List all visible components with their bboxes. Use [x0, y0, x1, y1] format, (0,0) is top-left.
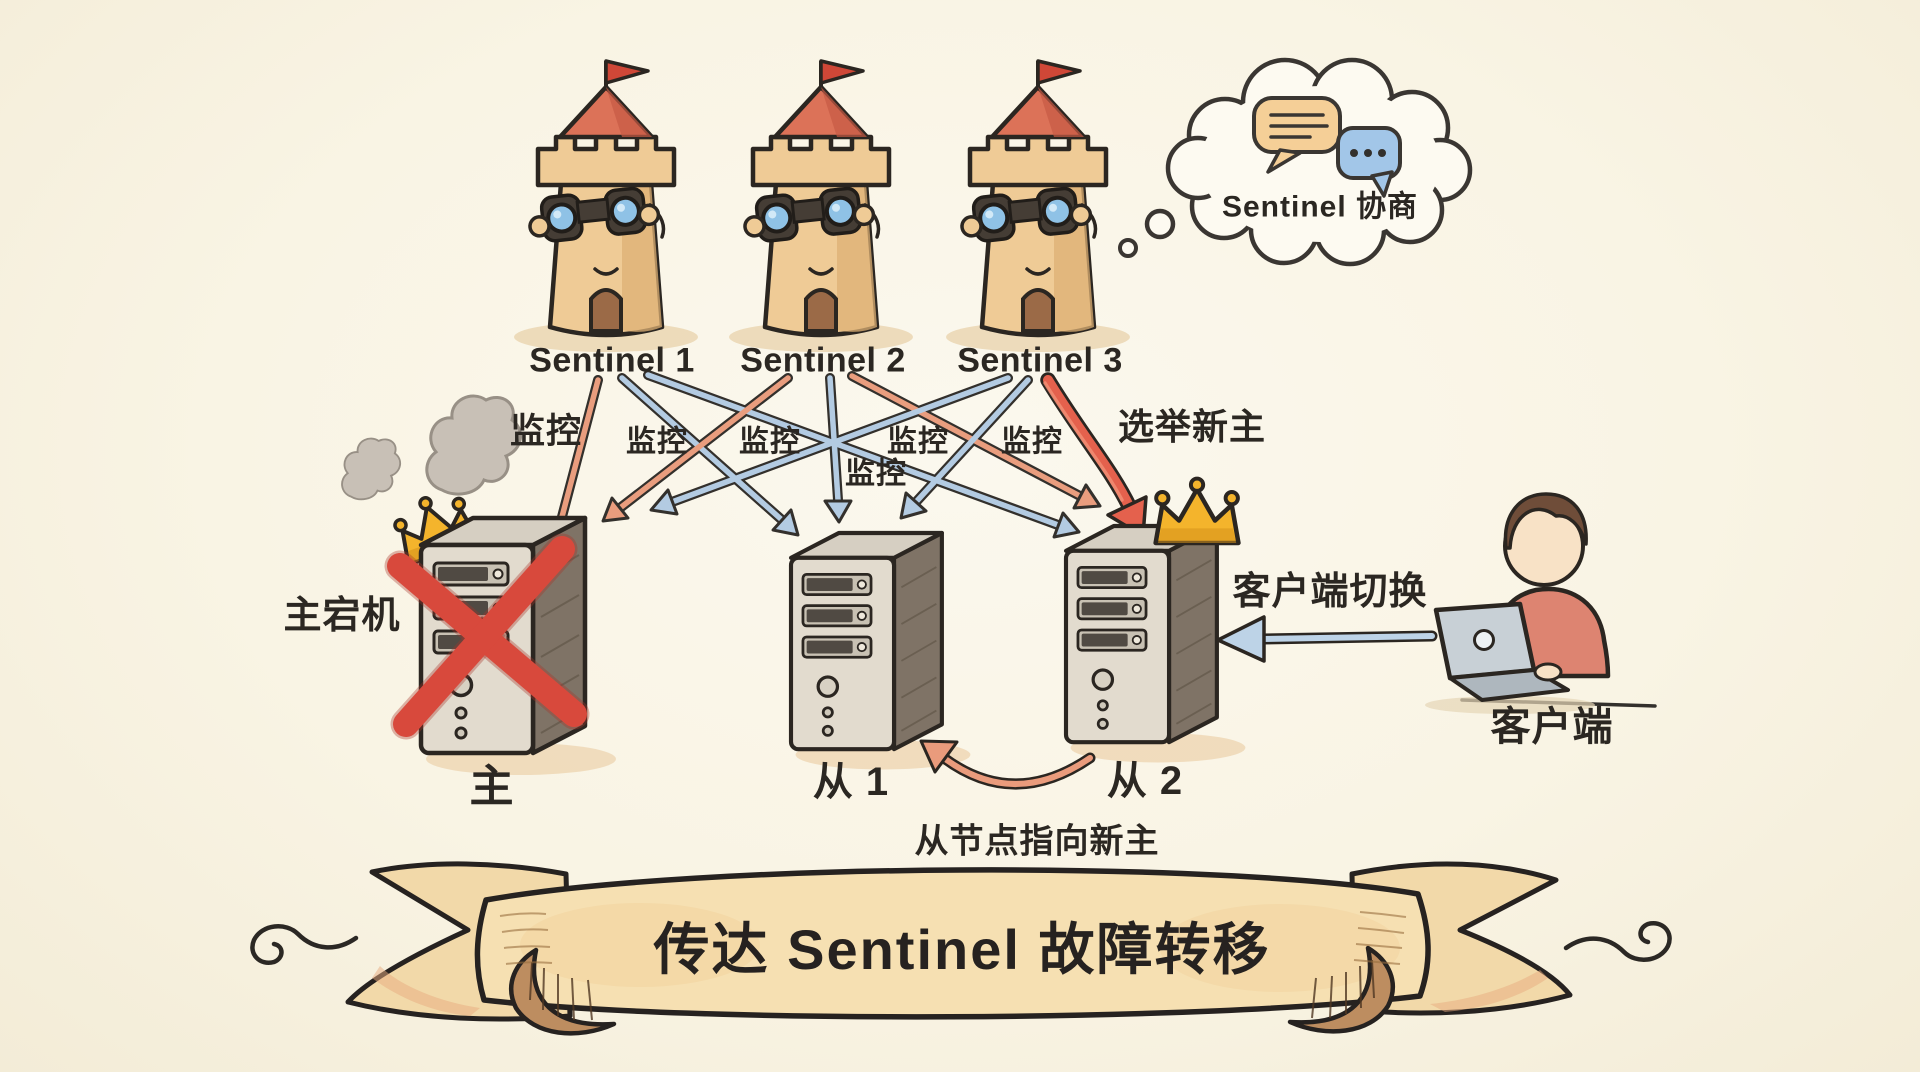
- monitor-arrow-label-3: 监控: [739, 425, 801, 459]
- elect-new-master-arrow: [1040, 372, 1148, 538]
- swirl-icon: [1563, 920, 1672, 962]
- master-server-icon: [384, 518, 616, 775]
- slave1-server-icon: [791, 533, 970, 769]
- thought-bubble-text: Sentinel 协商: [1221, 190, 1419, 224]
- new-master-crown-icon: [1156, 479, 1239, 543]
- banner-title: 传达 Sentinel 故障转移: [653, 918, 1271, 982]
- monitor-arrow-label-6: 监控: [845, 457, 907, 491]
- sentinel-3-watchtower-icon: [946, 61, 1130, 352]
- master-down-label: 主宕机: [283, 595, 401, 638]
- smoke-icon: [341, 437, 402, 501]
- slaves-repoint-arrow: [919, 739, 1096, 790]
- sentinel-1-watchtower-icon: [514, 61, 698, 352]
- chat-bubbles-icon: [1252, 96, 1402, 198]
- slave2-server-icon: [1066, 526, 1245, 762]
- client-name-label: 客户端: [1490, 705, 1614, 749]
- monitor-arrow-label-4: 监控: [887, 425, 949, 459]
- client-switch-label: 客户端切换: [1232, 571, 1428, 614]
- sentinel-1-label: Sentinel 1: [529, 341, 695, 380]
- elect-new-master-label: 选举新主: [1117, 406, 1267, 448]
- client-figure: [1425, 492, 1657, 714]
- slave1-name-label: 从 1: [812, 760, 890, 804]
- monitor-arrow-label-5: 监控: [1001, 425, 1063, 459]
- thought-bubble: [1118, 57, 1473, 267]
- smoke-icon: [425, 394, 523, 496]
- monitor-arrow-label-1: 监控: [509, 411, 583, 451]
- client-switch-arrow: [1216, 615, 1438, 663]
- master-name-label: 主: [469, 761, 515, 811]
- sentinel-3-label: Sentinel 3: [957, 341, 1123, 380]
- monitor-arrows: [543, 370, 1102, 555]
- sentinel-2-watchtower-icon: [729, 61, 913, 352]
- banner-ribbon-icon: [250, 861, 1672, 1036]
- slaves-repoint-label: 从节点指向新主: [914, 822, 1160, 861]
- hand-icon: [1533, 662, 1563, 682]
- monitor-arrow-label-2: 监控: [626, 425, 688, 459]
- red-x-icon: [384, 533, 590, 740]
- slave2-name-label: 从 2: [1106, 759, 1184, 803]
- swirl-icon: [250, 924, 359, 966]
- sentinel-2-label: Sentinel 2: [740, 341, 906, 380]
